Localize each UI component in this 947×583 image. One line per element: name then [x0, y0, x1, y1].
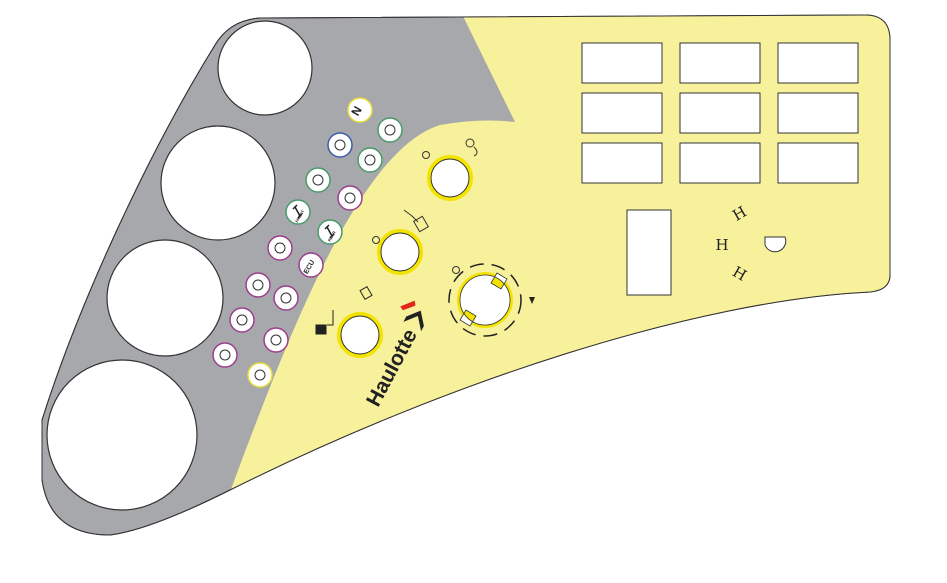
display-slot	[581, 142, 663, 184]
indicator-brake	[245, 272, 271, 298]
display-grid	[581, 42, 859, 296]
neutral-icon	[347, 97, 373, 123]
button-horn[interactable]	[427, 155, 473, 201]
indicator-lights: N FRONTREAR ECU	[212, 97, 403, 388]
indicator-engine	[247, 362, 273, 388]
ecu-icon	[298, 252, 324, 278]
indicator-neutral: N	[347, 97, 373, 123]
extend-arrows-icon	[305, 167, 331, 193]
battery-icon	[212, 342, 238, 368]
indicator-extend-arrows	[305, 167, 331, 193]
indicator-tilt-alarm	[337, 185, 363, 211]
range-mark-2: H	[715, 236, 728, 254]
indicator-ecu: ECU	[298, 252, 324, 278]
gauge-cutouts	[46, 20, 313, 511]
indicator-filter	[263, 327, 289, 353]
indicator-circle-warning	[273, 285, 299, 311]
indicator-headlight	[327, 132, 353, 158]
brake-icon	[245, 272, 271, 298]
gauge-3	[106, 239, 224, 357]
display-slot	[777, 92, 859, 134]
selector-knob[interactable]	[764, 236, 787, 253]
indicator-rear-axle: REAR	[317, 219, 343, 245]
push-buttons[interactable]	[315, 138, 478, 358]
oil-pressure-icon	[229, 307, 255, 333]
machine-icon	[377, 117, 403, 143]
filter-icon	[263, 327, 289, 353]
work-light-icon	[357, 147, 383, 173]
indicator-overload	[267, 235, 293, 261]
display-slot	[581, 42, 663, 84]
indicator-work-light	[357, 147, 383, 173]
headlight-icon	[327, 132, 353, 158]
button-preheat[interactable]	[377, 229, 423, 275]
platform-icon	[315, 285, 373, 335]
display-slot	[581, 92, 663, 134]
led-indicator	[422, 151, 430, 159]
led-indicator	[372, 236, 380, 244]
display-slot	[777, 42, 859, 84]
display-slot	[679, 42, 761, 84]
horn-icon	[465, 138, 475, 148]
indicator-front-axle: FRONT	[285, 199, 311, 225]
indicator-oil-pressure	[229, 307, 255, 333]
circle-warning-icon	[273, 285, 299, 311]
tilt-alarm-icon	[337, 185, 363, 211]
button-start[interactable]	[337, 312, 383, 358]
gauge-4	[46, 359, 198, 511]
glow-plug-icon	[403, 209, 430, 233]
gauge-2	[160, 125, 276, 241]
indicator-machine	[377, 117, 403, 143]
led-indicator	[452, 266, 460, 274]
overload-icon	[267, 235, 293, 261]
arrow-icon	[529, 297, 535, 304]
gauge-1	[217, 20, 313, 116]
display-slot	[777, 142, 859, 184]
display-slot	[679, 142, 761, 184]
joystick-slot[interactable]	[626, 209, 672, 296]
key-switch[interactable]	[448, 263, 535, 337]
indicator-battery	[212, 342, 238, 368]
display-slot	[679, 92, 761, 134]
engine-icon	[247, 362, 273, 388]
